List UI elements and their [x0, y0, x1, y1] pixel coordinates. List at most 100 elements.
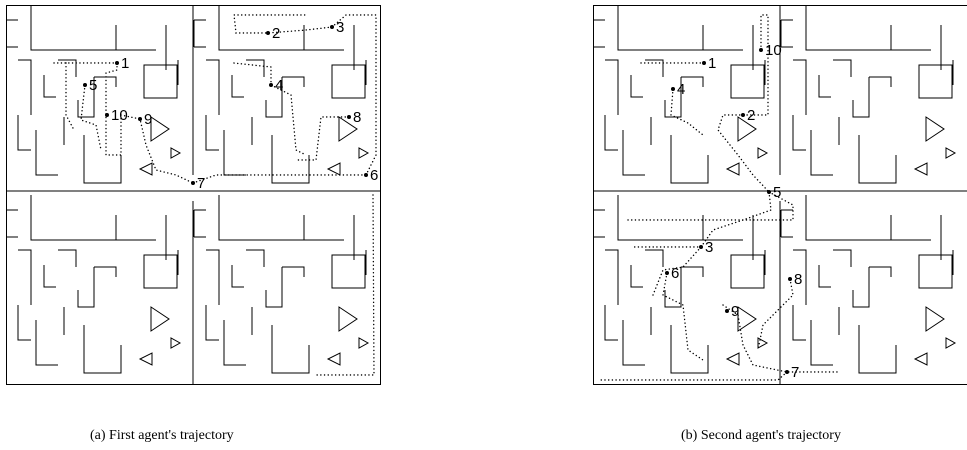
maze-wall — [858, 135, 897, 184]
waypoint-label: 6 — [671, 265, 679, 282]
waypoint-label: 9 — [731, 303, 739, 320]
waypoint-label: 1 — [121, 55, 129, 72]
maze-wall — [246, 249, 265, 267]
waypoint-6: 6 — [665, 265, 679, 282]
waypoint-label: 3 — [705, 239, 713, 256]
waypoint-dot — [788, 277, 792, 281]
obstacle-triangle-small — [757, 147, 769, 159]
obstacle-triangle-small — [170, 337, 182, 349]
obstacle-triangle-left — [725, 352, 740, 366]
waypoint-4: 4 — [269, 77, 283, 94]
obstacle-square — [143, 254, 178, 289]
maze-wall — [604, 115, 618, 151]
waypoint-dot — [115, 61, 119, 65]
waypoint-7: 7 — [785, 364, 799, 381]
waypoint-1: 1 — [115, 55, 129, 72]
obstacle-triangle-large — [338, 306, 358, 332]
waypoint-dot — [785, 370, 789, 374]
maze-wall — [617, 195, 743, 241]
waypoint-label: 8 — [794, 271, 802, 288]
maze-wall — [282, 76, 305, 87]
waypoint-1: 1 — [702, 55, 716, 72]
waypoint-8: 8 — [347, 109, 361, 126]
waypoint-dot — [269, 83, 273, 87]
waypoint-2: 2 — [741, 107, 755, 124]
maze-wall — [18, 249, 32, 305]
maze-wall — [35, 130, 58, 176]
maze-wall — [792, 115, 806, 151]
waypoint-dot — [741, 113, 745, 117]
waypoint-label: 4 — [677, 81, 685, 98]
trajectory-dots — [722, 304, 839, 373]
maze-wall — [205, 305, 219, 341]
maze-quadrant — [193, 195, 370, 374]
maze-wall — [205, 115, 219, 151]
maze-wall — [218, 195, 344, 241]
waypoint-9: 9 — [138, 111, 152, 128]
obstacle-triangle-left — [326, 352, 341, 366]
maze-wall — [852, 77, 870, 118]
waypoint-dot — [83, 83, 87, 87]
obstacle-square — [918, 64, 953, 99]
trajectory-b — [597, 14, 839, 381]
waypoint-label: 8 — [353, 109, 361, 126]
waypoint-dot — [665, 271, 669, 275]
waypoint-label: 6 — [370, 167, 378, 184]
waypoint-label: 10 — [111, 107, 128, 124]
maze-wall — [30, 5, 156, 51]
waypoint-label: 5 — [773, 184, 781, 201]
maze-wall — [810, 130, 833, 176]
maze-wall — [605, 249, 619, 305]
maze-wall — [681, 76, 704, 87]
trajectory-dots — [597, 371, 788, 381]
maze-wall — [43, 75, 56, 98]
maze-quadrant — [6, 195, 182, 374]
obstacle-triangle-large — [925, 116, 945, 142]
trajectory-dots — [717, 14, 770, 193]
waypoint-10: 10 — [759, 42, 782, 59]
maze-wall — [833, 59, 852, 77]
maze-wall — [792, 305, 806, 341]
waypoint-dot — [138, 117, 142, 121]
waypoint-label: 4 — [275, 77, 283, 94]
obstacle-triangle-small — [170, 147, 182, 159]
maze-wall — [206, 249, 220, 305]
maze-wall — [30, 195, 156, 241]
maze-wall — [664, 267, 682, 308]
obstacle-triangle-large — [737, 306, 757, 332]
obstacle-triangle-small — [358, 147, 370, 159]
waypoint-label: 7 — [791, 364, 799, 381]
maze-wall — [858, 325, 897, 374]
maze-wall — [265, 267, 283, 308]
waypoint-10: 10 — [105, 107, 128, 124]
maze-wall — [670, 135, 709, 184]
trajectory-dots — [670, 88, 704, 136]
waypoint-label: 3 — [336, 19, 344, 36]
waypoint-label: 2 — [747, 107, 755, 124]
maze-wall — [218, 5, 344, 51]
maze-wall — [670, 325, 709, 374]
waypoint-label: 10 — [765, 42, 782, 59]
waypoint-2: 2 — [266, 25, 280, 42]
caption-second-agent: (b) Second agent's trajectory — [681, 428, 841, 443]
maze-wall — [77, 77, 95, 118]
trajectory-dots — [757, 278, 794, 351]
waypoint-label: 5 — [89, 77, 97, 94]
maze-wall — [43, 265, 56, 288]
waypoint-label: 2 — [272, 25, 280, 42]
waypoint-dot — [759, 48, 763, 52]
trajectory-a — [53, 14, 377, 376]
obstacle-triangle-large — [737, 116, 757, 142]
trajectory-dots — [65, 62, 75, 131]
waypoint-3: 3 — [330, 19, 344, 36]
obstacle-triangle-left — [326, 162, 341, 176]
trajectory-dots — [652, 246, 702, 296]
maze-wall — [271, 325, 310, 374]
maze-wall — [246, 59, 265, 77]
maze-wall — [630, 75, 643, 98]
waypoint-label: 7 — [197, 175, 205, 192]
waypoint-label: 9 — [144, 111, 152, 128]
trajectory-dots — [627, 191, 794, 221]
maze-wall — [605, 59, 619, 115]
trajectory-dots — [662, 272, 704, 361]
